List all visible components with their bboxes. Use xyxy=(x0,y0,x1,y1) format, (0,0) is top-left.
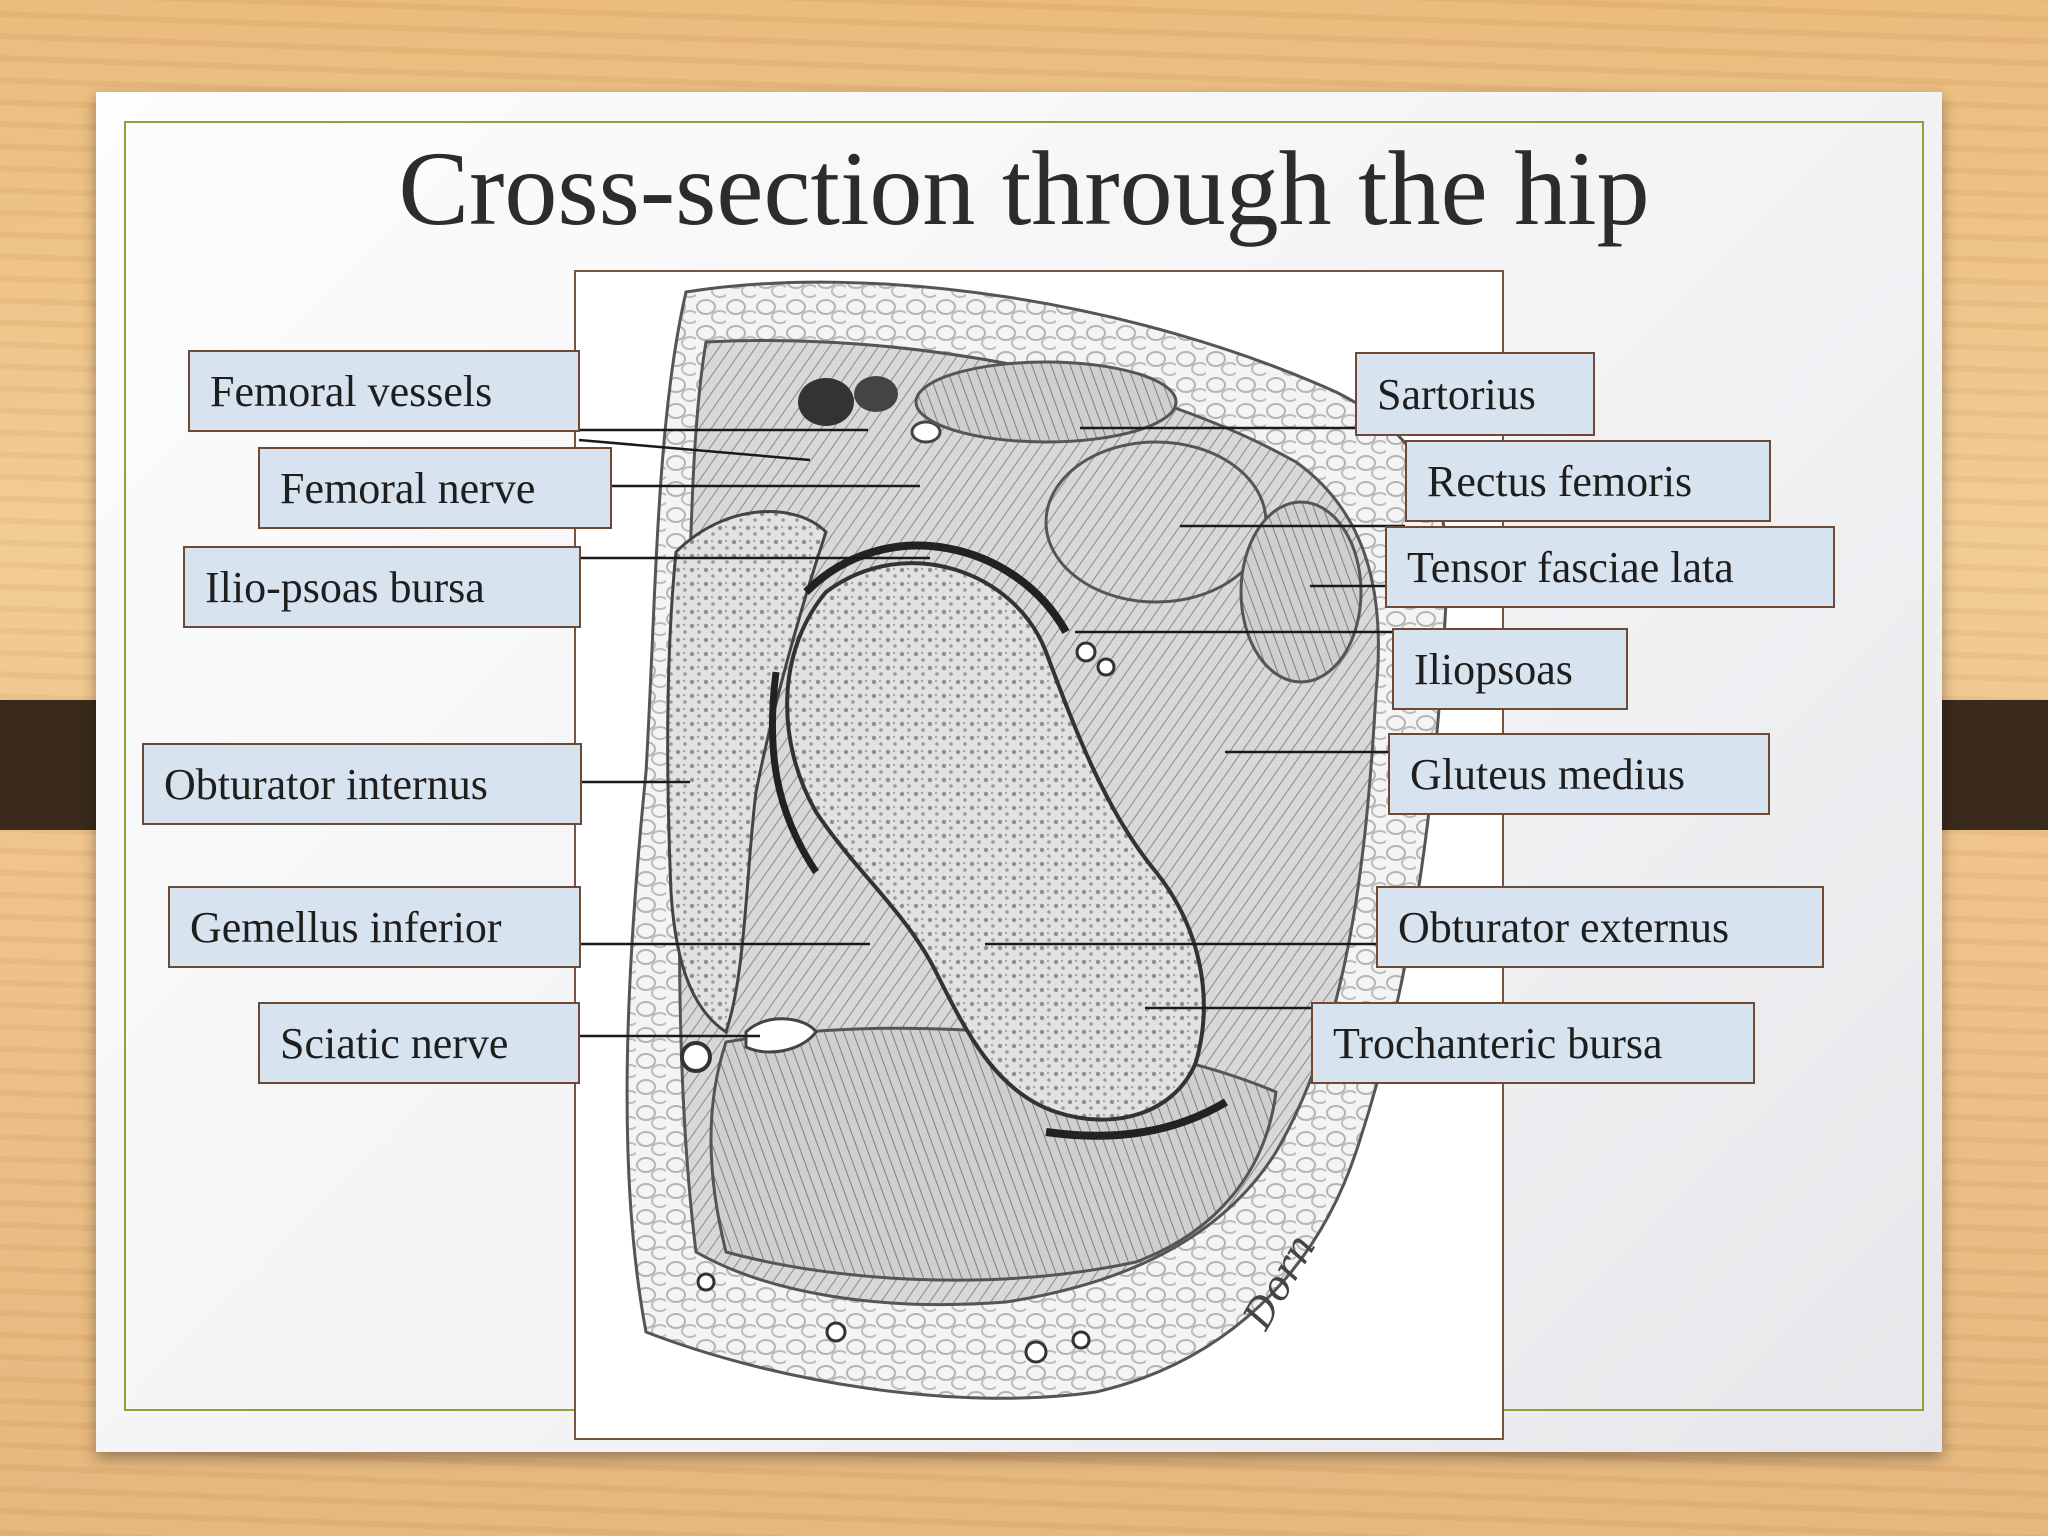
label-ilio-psoas-bursa: Ilio-psoas bursa xyxy=(183,546,581,628)
label-gluteus-medius: Gluteus medius xyxy=(1388,733,1770,815)
label-iliopsoas: Iliopsoas xyxy=(1392,628,1628,710)
label-femoral-vessels: Femoral vessels xyxy=(188,350,580,432)
label-tensor-fasciae-lata: Tensor fasciae lata xyxy=(1385,526,1835,608)
label-obturator-internus: Obturator internus xyxy=(142,743,582,825)
label-sciatic-nerve: Sciatic nerve xyxy=(258,1002,580,1084)
label-obturator-externus: Obturator externus xyxy=(1376,886,1824,968)
label-gemellus-inferior: Gemellus inferior xyxy=(168,886,581,968)
label-trochanteric-bursa: Trochanteric bursa xyxy=(1311,1002,1755,1084)
label-rectus-femoris: Rectus femoris xyxy=(1405,440,1771,522)
hip-illustration: Dorn xyxy=(625,280,1449,1400)
slide-title: Cross-section through the hip xyxy=(398,130,1650,247)
hip-cross-section-figure: Dorn xyxy=(574,270,1504,1440)
label-sartorius: Sartorius xyxy=(1355,352,1595,436)
label-femoral-nerve: Femoral nerve xyxy=(258,447,612,529)
